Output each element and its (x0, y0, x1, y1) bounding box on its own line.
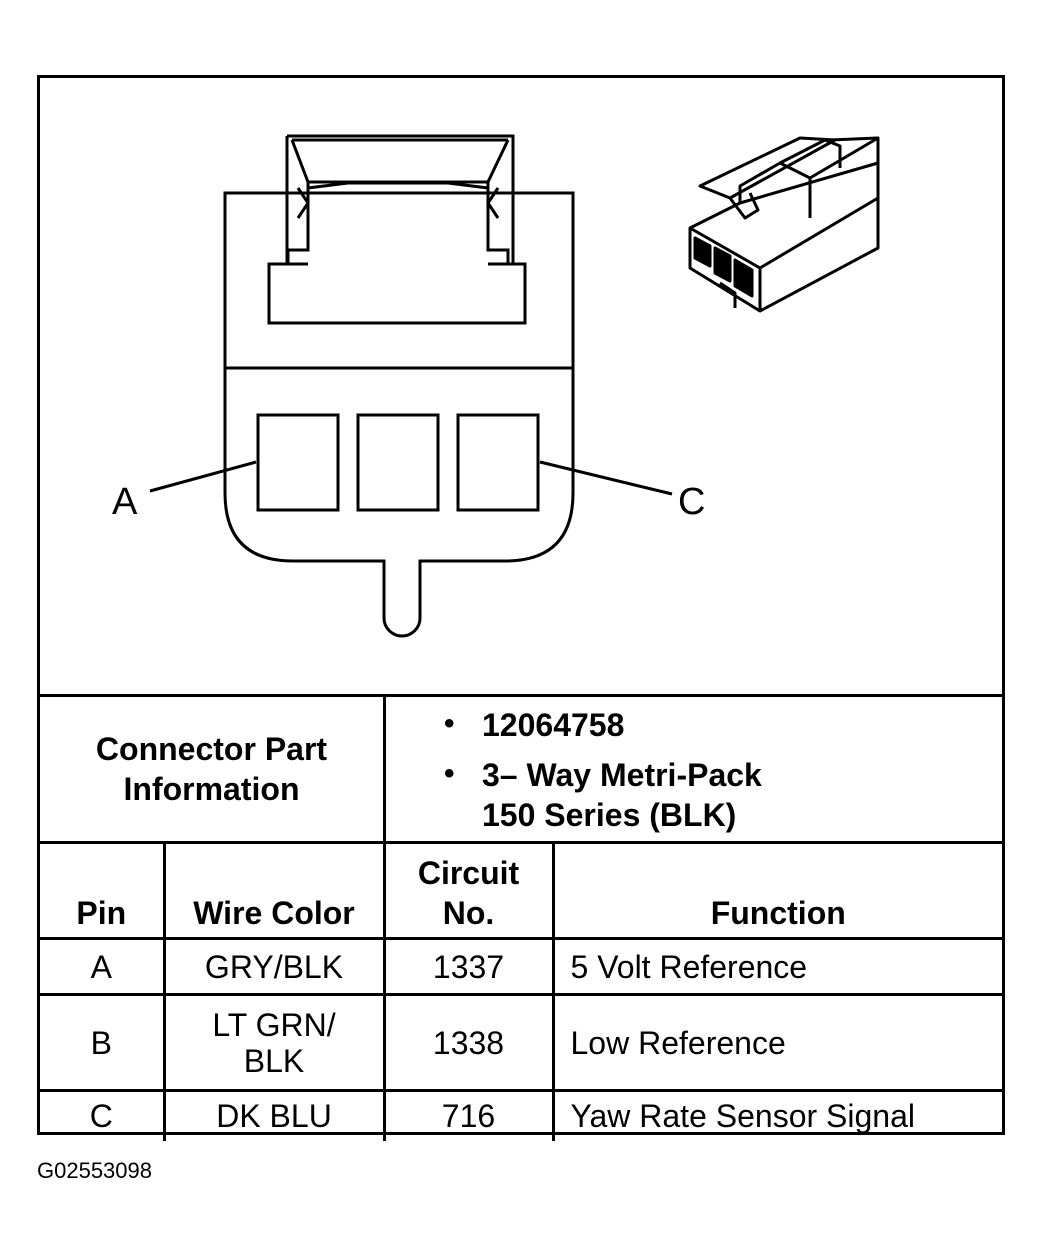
wire-color-cell: DK BLU (162, 1089, 386, 1141)
pin-cavity-c (456, 413, 540, 512)
connector-info-label-cell: Connector Part Information (40, 697, 386, 841)
header-wire-color: Wire Color (162, 841, 386, 940)
table-row: C DK BLU 716 Yaw Rate Sensor Signal (40, 1089, 1002, 1141)
connector-3d-illustration (688, 136, 880, 313)
pin-label-a: A (112, 481, 138, 523)
table-row: B LT GRN/ BLK 1338 Low Reference (40, 993, 1002, 1092)
wire-color-cell: GRY/BLK (162, 937, 386, 996)
pin-table: Pin Wire Color Circuit No. Function A GR… (40, 841, 1002, 1141)
pin-table-header-row: Pin Wire Color Circuit No. Function (40, 841, 1002, 940)
pin-label-c: C (678, 481, 705, 523)
connector-description-line2: 150 Series (BLK) (482, 797, 737, 833)
figure-id: G02553098 (37, 1158, 152, 1183)
header-circuit-no: Circuit No. (382, 841, 555, 940)
pin-cell: C (40, 1089, 166, 1141)
wire-color-cell: LT GRN/ BLK (162, 993, 386, 1092)
connector-part-number: 12064758 (482, 707, 625, 743)
connector-diagram: A C (112, 134, 880, 638)
circuit-cell: 1337 (382, 937, 555, 996)
function-cell: Yaw Rate Sensor Signal (551, 1089, 1002, 1141)
circuit-cell: 1338 (382, 993, 555, 1092)
bullet-icon: • (444, 707, 455, 740)
pin-cavity-b (356, 413, 440, 512)
connector-info-label: Connector Part Information (95, 731, 328, 807)
header-pin: Pin (40, 841, 166, 940)
connector-info-values: • 12064758 • 3– Way Metri-Pack 150 Serie… (386, 697, 1002, 841)
header-function: Function (551, 841, 1002, 940)
pin-cell: B (40, 993, 166, 1092)
pin-cell: A (40, 937, 166, 996)
bullet-icon: • (444, 757, 455, 790)
leader-line-c (539, 460, 673, 496)
connector-face-outline (223, 191, 575, 638)
function-cell: 5 Volt Reference (551, 937, 1002, 996)
circuit-cell: 716 (382, 1089, 555, 1141)
function-cell: Low Reference (551, 993, 1002, 1092)
connector-info-row: Connector Part Information • 12064758 • … (40, 694, 1002, 841)
table-row: A GRY/BLK 1337 5 Volt Reference (40, 937, 1002, 996)
pin-cavity-a (256, 413, 340, 512)
leader-line-a (149, 460, 257, 493)
diagram-frame: A C Connector Part Information • 1206475… (37, 75, 1005, 1141)
connector-description-line1: 3– Way Metri-Pack (482, 757, 762, 793)
